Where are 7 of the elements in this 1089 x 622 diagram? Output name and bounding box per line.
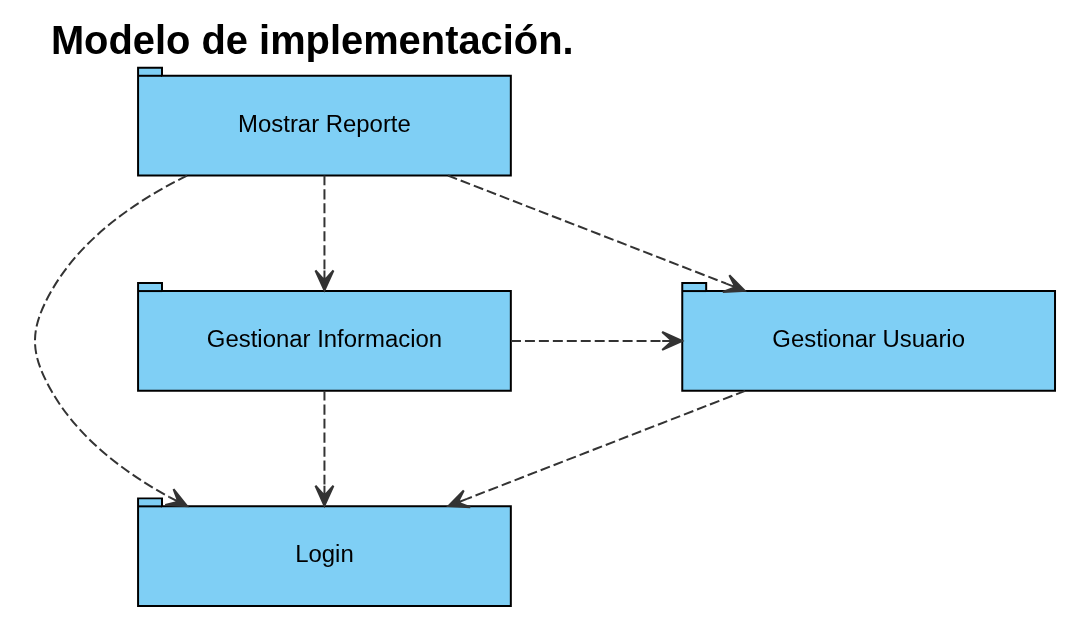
arrow bbox=[446, 389, 746, 509]
arrow bbox=[33, 174, 188, 508]
diagram-title: Modelo de implementación. bbox=[50, 17, 574, 62]
arrow bbox=[314, 174, 334, 292]
arrow bbox=[314, 389, 334, 507]
arrow bbox=[509, 330, 683, 351]
arrow bbox=[446, 174, 746, 293]
